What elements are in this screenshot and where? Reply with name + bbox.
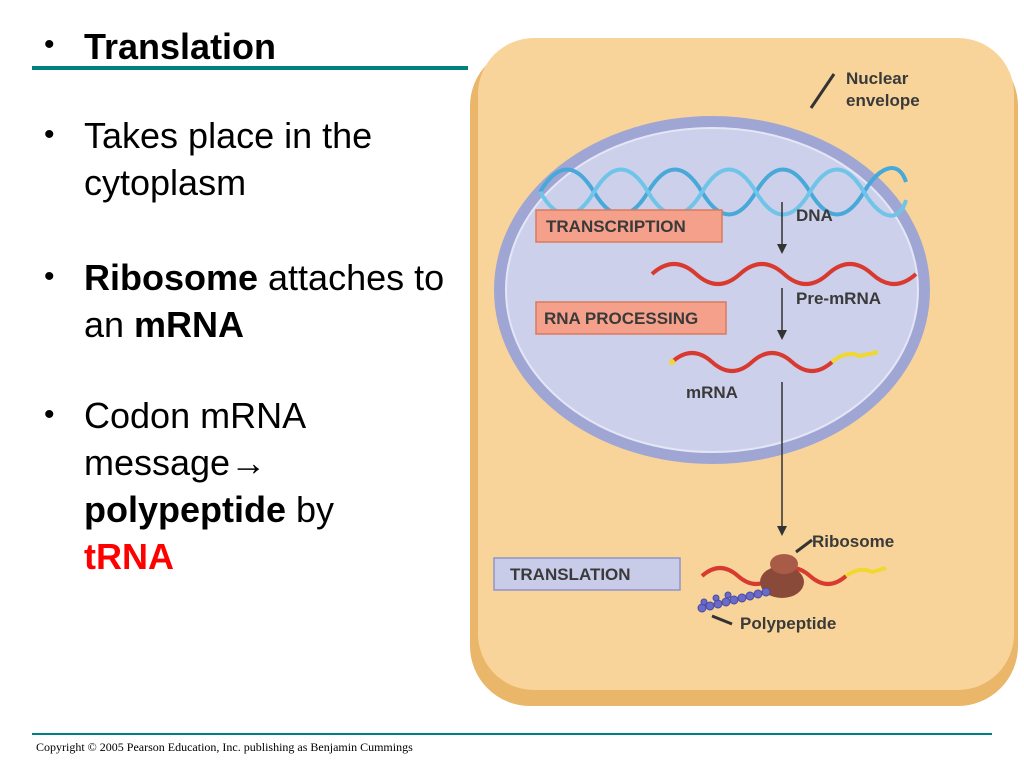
ribosome-pointer — [795, 538, 813, 554]
bullet-2-attaches: attaches to an — [84, 257, 445, 345]
bullet-2-ribosome: Ribosome — [84, 257, 259, 298]
mrna-tail — [830, 350, 879, 364]
bullet-2-mrna: mRNA — [134, 304, 245, 345]
bullet-3-codon: Codon mRNA message — [84, 395, 305, 483]
bullet-2-dot: • — [44, 260, 55, 293]
transcription-box — [535, 209, 723, 243]
translation-diagram: Nuclear envelope TRANSCRIPTION DNA Pre-m… — [470, 38, 1018, 706]
mrna-cap — [669, 359, 675, 365]
nuclear-envelope-label-line2: envelope — [846, 91, 920, 110]
slide-title: Translation — [84, 26, 277, 67]
pre-mrna-strand — [650, 262, 918, 286]
polypeptide-chain — [697, 587, 771, 613]
footer-rule — [32, 733, 992, 735]
dna-strand-2 — [538, 167, 908, 218]
translation-box — [493, 557, 681, 591]
arrow-down-icon — [777, 244, 787, 254]
title-underline-rule — [32, 66, 468, 70]
title-bullet: • — [44, 28, 55, 61]
dna-label: DNA — [796, 206, 833, 225]
bullet-3-trna: tRNA — [84, 536, 174, 577]
bullet-2: Ribosome attaches to an mRNA — [84, 254, 474, 348]
bullet-3-polypeptide: polypeptide — [84, 489, 287, 530]
bullet-1: Takes place in the cytoplasm — [84, 112, 474, 206]
rna-processing-label: RNA PROCESSING — [544, 309, 698, 328]
rna-processing-box — [535, 301, 727, 335]
bullet-1-dot: • — [44, 118, 55, 151]
ribosome-label: Ribosome — [812, 532, 894, 551]
nuclear-envelope-pointer — [809, 73, 836, 109]
polypeptide-label: Polypeptide — [740, 614, 836, 633]
pre-mrna-label: Pre-mRNA — [796, 289, 881, 308]
transcription-label: TRANSCRIPTION — [546, 217, 686, 236]
polypeptide-pointer — [711, 614, 733, 626]
nuclear-envelope-label-line1: Nuclear — [846, 69, 909, 88]
ribosome — [760, 566, 804, 598]
translation-label: TRANSLATION — [510, 565, 631, 584]
arrow-down-icon — [777, 330, 787, 340]
bullet-1-text: Takes place in the cytoplasm — [84, 115, 373, 203]
arrow-down-icon — [777, 526, 787, 536]
bullet-3: Codon mRNA message→ polypeptide by tRNA — [84, 392, 384, 580]
bullet-3-dot: • — [44, 398, 55, 431]
copyright-notice: Copyright © 2005 Pearson Education, Inc.… — [36, 740, 413, 754]
bullet-3-by: by — [286, 489, 335, 530]
arrow-icon: → — [230, 442, 267, 483]
mrna-strand — [670, 351, 834, 373]
mrna-label: mRNA — [686, 383, 738, 402]
dna-strand-1 — [538, 166, 908, 217]
